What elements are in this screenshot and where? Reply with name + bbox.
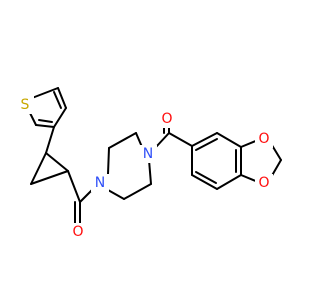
atom-o-ketone-right-label: O [161, 111, 172, 127]
atom-o-ketone-left-label: O [72, 224, 83, 240]
atom-bg [255, 174, 273, 192]
bond-bz-4-5 [216, 174, 242, 190]
atom-oxygen-ketone-right: O [158, 110, 176, 128]
atom-labels: S N N O O O O [16, 96, 273, 241]
atom-bg [158, 110, 176, 128]
bond-cp-carbonyl [67, 170, 81, 203]
bond-pip-n1-c1 [107, 147, 110, 175]
atom-sulfur: S [16, 96, 34, 114]
bond-c2-c3 [35, 124, 55, 128]
atom-nitrogen-right: N [139, 145, 157, 163]
bond-pip-c3-c4 [123, 183, 152, 200]
bond-carbonyl-n-left [79, 188, 94, 203]
bond-n-right-carbonyl [155, 132, 170, 148]
atom-bg [139, 145, 157, 163]
atom-o-dioxole-top-label: O [258, 131, 269, 147]
atom-oxygen-dioxole-bottom: O [255, 174, 273, 192]
bond-c4-c5-double [53, 91, 62, 109]
bond-bz-5-6 [191, 174, 218, 190]
atom-bg [69, 223, 87, 241]
bond-c5-s [31, 87, 59, 99]
atom-o-dioxole-bottom-label: O [258, 175, 269, 191]
bond-c3-c4 [53, 107, 67, 128]
bond-cp-3-1 [45, 152, 69, 172]
bond-c4-c5 [57, 87, 67, 109]
atom-bg [255, 130, 273, 148]
atom-nitrogen-left: N [91, 174, 109, 192]
atom-n-left-label: N [95, 175, 105, 191]
atom-n-right-label: N [143, 146, 153, 162]
molecule-structure: S N N O O O O [16, 87, 282, 241]
atom-oxygen-ketone-left: O [69, 223, 87, 241]
bond-pip-c1-c2 [108, 132, 137, 149]
atom-oxygen-dioxole-top: O [255, 130, 273, 148]
bond-bz-1-2-double [195, 138, 218, 151]
bond-thiophene-cyclopropane [45, 126, 55, 154]
atom-bg [91, 174, 109, 192]
bond-pip-c2-n2 [135, 132, 143, 148]
bond-cp-1-2 [30, 152, 47, 185]
bond-bz-1-2 [191, 132, 218, 147]
bond-bz-5-6-double [195, 171, 217, 184]
bond-pip-c4-n1 [107, 189, 125, 200]
bond-cp-2-3 [30, 170, 69, 185]
atom-bg [16, 96, 34, 114]
bond-c2-c3-double [38, 119, 53, 123]
bond-pip-n2-c3 [148, 159, 152, 185]
atom-s-label: S [21, 97, 30, 113]
bond-carbonyl-benzene [168, 132, 193, 147]
bond-bz-2-3 [216, 132, 242, 148]
